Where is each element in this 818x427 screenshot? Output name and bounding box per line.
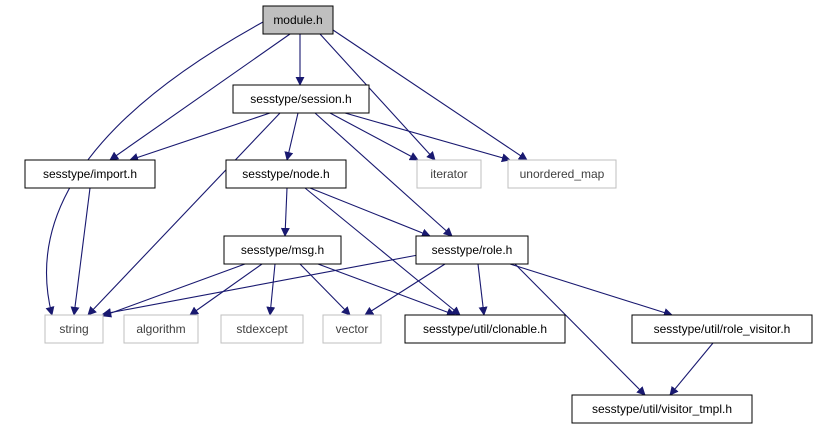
edge-module-to-import — [109, 33, 291, 161]
edge-role-to-role_visitor — [509, 263, 673, 317]
edge-role-to-clonable — [477, 263, 488, 316]
node-unordered-map: unordered_map — [507, 159, 617, 189]
node-label: unordered_map — [520, 167, 605, 181]
node-iterator: iterator — [416, 159, 482, 189]
node-sesstype-node-h[interactable]: sesstype/node.h — [225, 159, 347, 189]
edge-msg-to-vector — [299, 263, 351, 316]
node-layer: module.h sesstype/session.h sesstype/imp… — [24, 5, 813, 424]
edge-session-to-import — [129, 112, 271, 162]
node-string: string — [44, 314, 104, 344]
node-stdexcept: stdexcept — [220, 314, 304, 344]
edge-session-to-node — [284, 112, 299, 161]
edge-role_visitor-to-visitor_tmpl — [669, 342, 714, 396]
edge-msg-to-clonable — [317, 263, 456, 317]
node-label: sesstype/node.h — [242, 167, 329, 181]
edge-session-to-role — [314, 112, 453, 237]
node-label: sesstype/session.h — [250, 92, 351, 106]
node-sesstype-import-h[interactable]: sesstype/import.h — [24, 159, 156, 189]
node-algorithm: algorithm — [123, 314, 199, 344]
edge-module-to-iterator — [319, 33, 436, 161]
edge-module-to-unordered_map — [332, 29, 528, 161]
node-label: module.h — [273, 13, 322, 27]
node-vector: vector — [322, 314, 382, 344]
edge-node-to-msg — [280, 187, 290, 237]
node-sesstype-util-role-visitor-h[interactable]: sesstype/util/role_visitor.h — [631, 314, 813, 344]
node-label: vector — [336, 322, 369, 336]
node-label: sesstype/role.h — [432, 243, 513, 257]
edge-layer — [45, 21, 714, 396]
edge-session-to-unordered_map — [344, 112, 511, 163]
node-module-h[interactable]: module.h — [262, 5, 334, 35]
edge-session-to-string — [87, 112, 281, 316]
node-label: string — [59, 322, 88, 336]
edge-msg-to-stdexcept — [266, 263, 276, 316]
node-sesstype-session-h[interactable]: sesstype/session.h — [232, 84, 370, 114]
node-sesstype-util-visitor-tmpl-h[interactable]: sesstype/util/visitor_tmpl.h — [571, 394, 753, 424]
node-sesstype-util-clonable-h[interactable]: sesstype/util/clonable.h — [404, 314, 566, 344]
node-sesstype-role-h[interactable]: sesstype/role.h — [415, 235, 529, 265]
edge-node-to-role — [309, 187, 431, 238]
edge-msg-to-algorithm — [189, 263, 263, 316]
node-label: sesstype/util/role_visitor.h — [654, 322, 791, 336]
node-label: algorithm — [136, 322, 185, 336]
node-label: sesstype/util/clonable.h — [423, 322, 547, 336]
node-label: sesstype/msg.h — [241, 243, 324, 257]
edge-role-to-visitor_tmpl — [514, 263, 646, 396]
edge-session-to-iterator — [329, 112, 419, 161]
edge-role-to-string — [102, 254, 419, 317]
edge-node-to-clonable — [304, 187, 461, 316]
node-label: stdexcept — [236, 322, 288, 336]
node-label: sesstype/import.h — [43, 167, 137, 181]
node-label: sesstype/util/visitor_tmpl.h — [592, 402, 732, 416]
edge-role-to-vector — [364, 263, 446, 316]
edge-import-to-string — [70, 187, 91, 316]
node-label: iterator — [430, 167, 467, 181]
node-sesstype-msg-h[interactable]: sesstype/msg.h — [223, 235, 342, 265]
edge-msg-to-string — [102, 263, 246, 318]
